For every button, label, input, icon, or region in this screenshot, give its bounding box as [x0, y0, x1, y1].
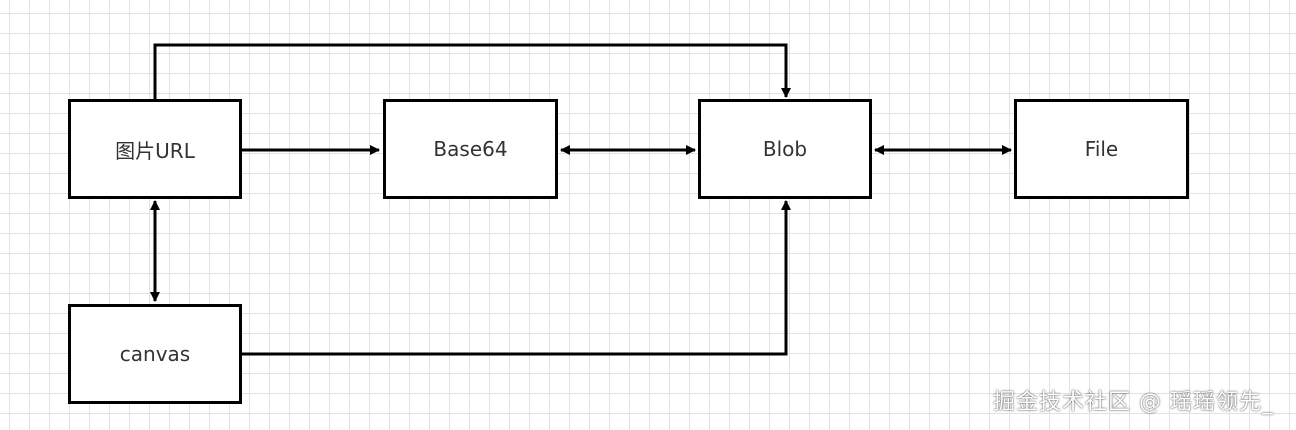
node-blob-label: Blob — [762, 137, 808, 161]
node-base64-label: Base64 — [433, 137, 508, 161]
edge-imageurl-to-blob — [153, 43, 791, 101]
node-blob[interactable]: Blob — [698, 99, 872, 199]
node-canvas[interactable]: canvas — [68, 304, 242, 404]
node-file-label: File — [1084, 137, 1119, 161]
node-canvas-label: canvas — [119, 342, 191, 366]
node-file[interactable]: File — [1014, 99, 1189, 199]
node-image-url-label: 图片URL — [115, 138, 195, 163]
watermark-text: 掘金技术社区 @ 瑶瑶领先_ — [993, 390, 1274, 415]
edge-canvas-to-blob — [242, 200, 791, 356]
node-image-url[interactable]: 图片URL — [68, 99, 242, 199]
node-base64[interactable]: Base64 — [383, 99, 558, 199]
